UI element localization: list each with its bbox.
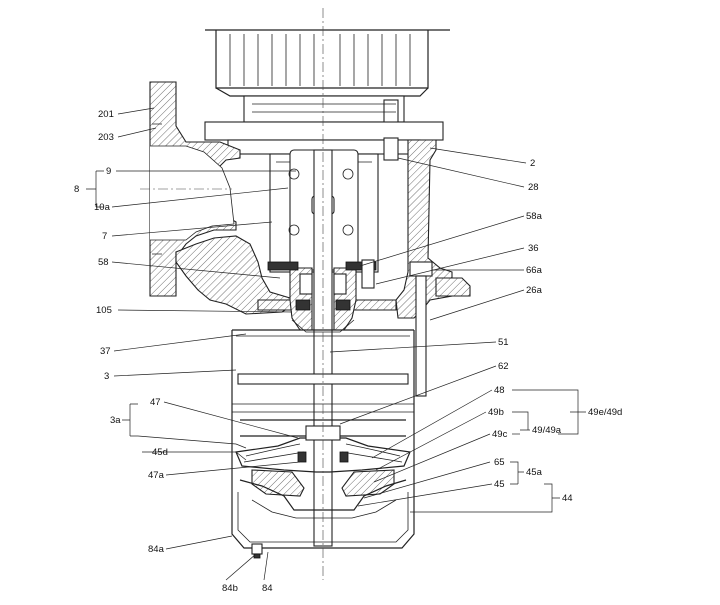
label-84b: 84b [222,583,238,594]
label-58a: 58a [526,211,543,222]
centre-lines [140,8,324,580]
label-58: 58 [98,257,109,268]
label-3: 3 [104,371,109,382]
label-3a: 3a [110,415,121,426]
label-26a: 26a [526,285,543,296]
label-47: 47 [150,397,161,408]
label-203: 203 [98,132,114,143]
label-49e49d: 49e/49d [588,407,622,418]
label-65: 65 [494,457,505,468]
label-4949a: 49/49a [532,425,562,436]
label-49b: 49b [488,407,504,418]
impeller [235,419,411,519]
label-105: 105 [96,305,112,316]
label-10a: 10a [94,202,111,213]
label-37: 37 [100,346,111,357]
part-labels: 201 203 9 8 10a 7 58 105 37 3 3a 47 45d … [74,109,622,594]
leader-lines [86,107,586,581]
label-45d: 45d [152,447,168,458]
label-84a: 84a [148,544,165,555]
label-84: 84 [262,583,273,594]
label-2: 2 [530,158,535,169]
label-9: 9 [106,166,111,177]
label-28: 28 [528,182,539,193]
label-51: 51 [498,337,509,348]
pump-shaft [313,149,333,547]
label-36: 36 [528,243,539,254]
label-66a: 66a [526,265,543,276]
label-47a: 47a [148,470,165,481]
label-45: 45 [494,479,505,490]
label-48: 48 [494,385,505,396]
label-45a: 45a [526,467,543,478]
label-62: 62 [498,361,509,372]
label-44: 44 [562,493,573,504]
label-8: 8 [74,184,79,195]
stay-bolt [383,137,433,397]
label-7: 7 [102,231,107,242]
label-201: 201 [98,109,114,120]
motor-stool [204,121,444,155]
label-49c: 49c [492,429,508,440]
